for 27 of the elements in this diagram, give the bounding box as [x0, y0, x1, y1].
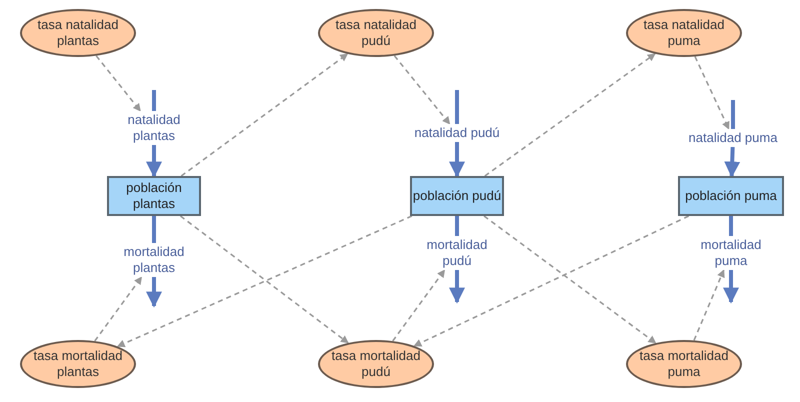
- flow-arrow: [724, 146, 740, 178]
- dependency-arrow: [96, 55, 142, 112]
- dependency-arrow: [180, 53, 348, 177]
- flow-arrow: [449, 142, 465, 178]
- rate-ellipse: tasa mortalidad plantas: [20, 340, 136, 388]
- dependency-arrow: [180, 215, 349, 344]
- dependency-arrow: [116, 215, 412, 348]
- dependency-arrow: [413, 215, 690, 347]
- stock-box: población pudú: [410, 176, 504, 216]
- dependency-arrow: [94, 276, 142, 342]
- stock-box: población puma: [678, 176, 784, 216]
- dependency-arrow: [484, 53, 656, 177]
- dependency-arrow: [693, 269, 725, 341]
- rate-ellipse: tasa mortalidad pudú: [318, 340, 434, 388]
- stock-box: población plantas: [107, 176, 201, 216]
- flow-arrow: [449, 270, 465, 304]
- flow-arrow: [723, 270, 739, 304]
- rate-ellipse: tasa mortalidad puma: [626, 340, 742, 388]
- rate-ellipse: tasa natalidad plantas: [20, 9, 136, 57]
- flow-arrow: [146, 277, 162, 308]
- rate-ellipse: tasa natalidad puma: [626, 9, 742, 57]
- dependency-arrow: [484, 215, 656, 344]
- dependency-arrow: [694, 56, 730, 130]
- dependency-arrow: [394, 55, 450, 125]
- flow-arrow: [146, 145, 162, 178]
- dependency-arrow: [392, 269, 446, 342]
- rate-ellipse: tasa natalidad pudú: [318, 9, 434, 57]
